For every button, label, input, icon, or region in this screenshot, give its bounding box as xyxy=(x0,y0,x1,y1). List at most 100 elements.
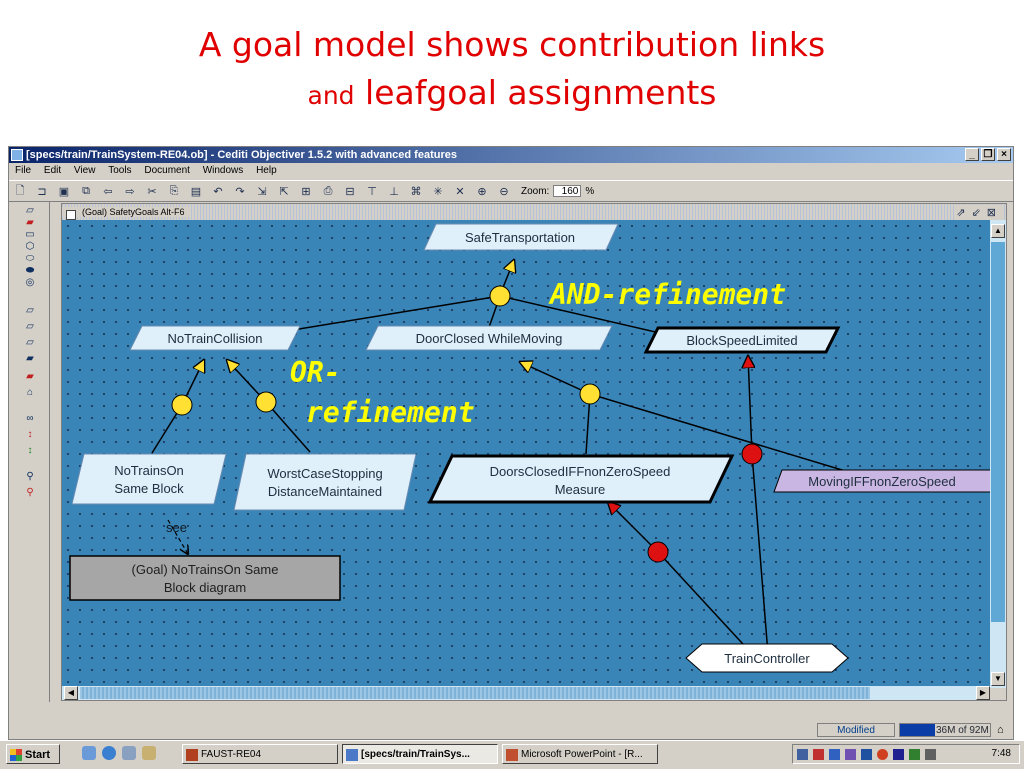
search-icon[interactable] xyxy=(142,746,156,760)
outlook-icon[interactable] xyxy=(122,746,136,760)
and-refinement-node-top[interactable] xyxy=(489,285,511,307)
vertical-scroll-thumb[interactable] xyxy=(991,242,1005,622)
goal-no-trains-on-same-block[interactable] xyxy=(71,453,227,505)
display-icon[interactable] xyxy=(925,749,936,760)
task-faust[interactable]: FAUST-RE04 xyxy=(182,744,338,764)
monitor-icon[interactable] xyxy=(845,749,856,760)
volume-icon[interactable] xyxy=(797,749,808,760)
window-titlebar[interactable]: [specs/train/TrainSystem-RE04.ob] - Cedi… xyxy=(9,147,1013,163)
and-refinement-node-door[interactable] xyxy=(579,383,601,405)
horizontal-scroll-thumb[interactable] xyxy=(80,687,870,699)
doc-dock-icon[interactable]: ⇙ xyxy=(971,207,987,219)
antivirus-icon[interactable] xyxy=(861,749,872,760)
menu-tools[interactable]: Tools xyxy=(108,165,132,176)
palette-responsibility-icon[interactable]: ⚲ xyxy=(26,487,34,498)
goal-worst-case-stopping[interactable] xyxy=(233,453,417,511)
clock[interactable]: 7:48 xyxy=(991,748,1011,759)
palette-domain-icon[interactable]: ▰ xyxy=(26,353,34,364)
palette-obstacle-icon[interactable]: ▰ xyxy=(26,217,34,228)
assignment-node-dcm[interactable] xyxy=(647,541,669,563)
menu-help[interactable]: Help xyxy=(256,165,277,176)
back-arrow-icon[interactable]: ⇦ xyxy=(103,185,113,198)
palette-obstacle2-icon[interactable]: ▰ xyxy=(26,371,34,382)
tree-icon[interactable]: ⊤ xyxy=(367,185,377,198)
resize-grip-icon[interactable]: ⌂ xyxy=(997,724,1004,736)
or-refinement-node-1[interactable] xyxy=(171,394,193,416)
palette-entity-icon[interactable]: ▭ xyxy=(25,229,35,240)
palette-softgoal-icon[interactable]: ▱ xyxy=(26,305,34,316)
vertical-scrollbar[interactable]: ▲ ▼ xyxy=(990,220,1006,688)
zoom-out-icon[interactable]: ⊖ xyxy=(499,185,509,198)
diagram-canvas[interactable]: SafeTransportation NoTrainCollision Door… xyxy=(62,220,990,688)
scroll-left-icon[interactable]: ◀ xyxy=(64,686,78,700)
horizontal-scrollbar[interactable]: ◀ ▶ xyxy=(62,686,990,700)
goal-safe-transportation[interactable] xyxy=(423,223,619,251)
palette-event-icon[interactable]: ⬬ xyxy=(25,265,35,276)
palette-performs-icon[interactable]: ⚲ xyxy=(26,471,34,482)
palette-conflict-icon[interactable]: ↕ xyxy=(27,429,33,440)
utility-icon[interactable] xyxy=(909,749,920,760)
layout-icon[interactable]: ⊟ xyxy=(345,185,355,198)
forward-arrow-icon[interactable]: ⇨ xyxy=(125,185,135,198)
export-icon[interactable]: ⇱ xyxy=(279,185,289,198)
or-refinement-node-2[interactable] xyxy=(255,391,277,413)
redo-icon[interactable]: ↷ xyxy=(235,185,245,198)
open-icon[interactable]: ⊐ xyxy=(37,185,47,198)
import-icon[interactable]: ⇲ xyxy=(257,185,267,198)
close-button[interactable]: × xyxy=(997,148,1011,161)
palette-goal-icon[interactable]: ▱ xyxy=(26,205,34,216)
zoom-in-icon[interactable]: ⊕ xyxy=(477,185,487,198)
print-preview-icon[interactable]: ⊞ xyxy=(301,185,311,198)
task-objectiver[interactable]: [specs/train/TrainSys... xyxy=(342,744,498,764)
scroll-down-icon[interactable]: ▼ xyxy=(991,672,1005,686)
goal-block-speed-limited[interactable] xyxy=(643,326,841,354)
new-doc-icon[interactable]: 🗋 xyxy=(15,184,25,197)
save-icon[interactable]: ▣ xyxy=(58,185,70,198)
hierarchy-icon[interactable]: ⊥ xyxy=(389,185,399,198)
palette-expectation-icon[interactable]: ▱ xyxy=(26,337,34,348)
menu-windows[interactable]: Windows xyxy=(202,165,244,176)
doc-float-icon[interactable]: ⇗ xyxy=(956,207,972,219)
palette-resolution-icon[interactable]: ↕ xyxy=(27,445,33,456)
scroll-up-icon[interactable]: ▲ xyxy=(991,224,1005,238)
network-icon[interactable]: ⌘ xyxy=(410,185,422,198)
update-icon[interactable] xyxy=(877,749,888,760)
palette-house-icon[interactable]: ⌂ xyxy=(26,387,34,398)
minimize-button[interactable]: _ xyxy=(965,148,979,161)
task-powerpoint[interactable]: Microsoft PowerPoint - [R... xyxy=(502,744,658,764)
palette-operation-icon[interactable]: ⬭ xyxy=(25,253,35,264)
palette-refinement-icon[interactable]: ◎ xyxy=(25,277,35,288)
show-desktop-icon[interactable] xyxy=(82,746,96,760)
document-titlebar[interactable]: (Goal) SafetyGoals Alt-F6 ⇗⇙⊠ xyxy=(62,204,1006,221)
diagram-reference-box[interactable] xyxy=(69,555,341,601)
collapse-icon[interactable]: ✕ xyxy=(455,185,465,198)
palette-agent-icon[interactable]: ⬡ xyxy=(25,241,35,252)
scroll-right-icon[interactable]: ▶ xyxy=(976,686,990,700)
menu-edit[interactable]: Edit xyxy=(43,165,62,176)
agent-train-controller[interactable] xyxy=(685,643,849,673)
palette-requirement-icon[interactable]: ▱ xyxy=(26,321,34,332)
menu-document[interactable]: Document xyxy=(144,165,190,176)
network-icon[interactable] xyxy=(813,749,824,760)
zoom-input[interactable]: 160 xyxy=(553,185,582,197)
doc-close-icon[interactable]: ⊠ xyxy=(986,207,1002,219)
save-all-icon[interactable]: ⧉ xyxy=(82,184,90,197)
cut-icon[interactable]: ✂ xyxy=(147,185,157,198)
restore-button[interactable]: ❐ xyxy=(981,148,995,161)
print-icon[interactable]: ⎙ xyxy=(323,184,333,197)
menu-view[interactable]: View xyxy=(73,165,96,176)
copy-icon[interactable]: ⎘ xyxy=(169,184,179,197)
undo-icon[interactable]: ↶ xyxy=(213,185,223,198)
network2-icon[interactable] xyxy=(829,749,840,760)
star-icon[interactable]: ✳ xyxy=(433,185,443,198)
expectation-moving-iff-nonzero-speed[interactable] xyxy=(773,469,990,493)
language-icon[interactable] xyxy=(893,749,904,760)
palette-link-icon[interactable]: ∞ xyxy=(26,413,34,424)
ie-icon[interactable] xyxy=(102,746,116,760)
goal-door-closed-while-moving[interactable] xyxy=(365,325,613,351)
start-button[interactable]: Start xyxy=(6,744,60,764)
goal-no-train-collision[interactable] xyxy=(129,325,301,351)
paste-icon[interactable]: ▤ xyxy=(190,185,202,198)
menu-file[interactable]: File xyxy=(15,165,32,176)
assignment-node-block[interactable] xyxy=(741,443,763,465)
